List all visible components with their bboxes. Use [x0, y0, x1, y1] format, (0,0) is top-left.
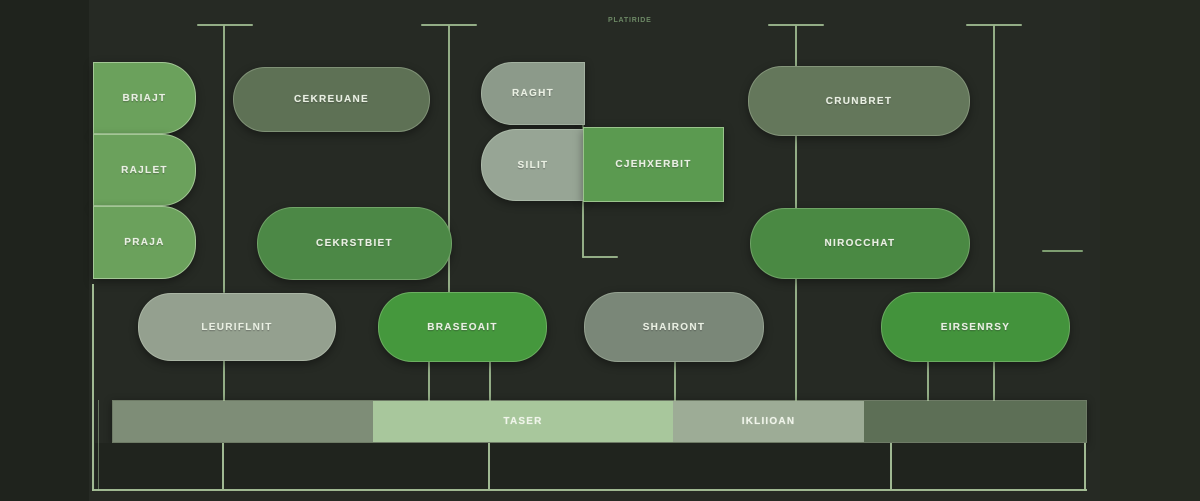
- stack-box-2[interactable]: RAJLET: [93, 134, 196, 206]
- connector-line: [795, 133, 797, 209]
- node-nirocchat[interactable]: NIROCCHAT: [750, 208, 970, 279]
- connector-line: [489, 359, 491, 401]
- connector-line: [428, 359, 430, 401]
- connector-line: [448, 25, 450, 293]
- node-cekreuane[interactable]: CEKREUANE: [233, 67, 430, 132]
- connector-elbow-vertical: [582, 200, 584, 258]
- stack-box-1[interactable]: BRIAJT: [93, 62, 196, 134]
- node-shairont[interactable]: SHAIRONT: [584, 292, 764, 362]
- bar-segment-4[interactable]: [864, 401, 1086, 442]
- bar-segment-2[interactable]: TASER: [373, 401, 673, 442]
- connector-line: [993, 25, 995, 293]
- cell-divider: [222, 443, 224, 489]
- bar-segment-1[interactable]: [113, 401, 373, 442]
- bar-segment-3[interactable]: IKLIIOAN: [673, 401, 864, 442]
- bottom-cell-row: [95, 443, 1085, 489]
- connector-line: [927, 359, 929, 401]
- right-dash-line: [1042, 250, 1083, 252]
- node-leuriflnit[interactable]: LEURIFLNIT: [138, 293, 336, 361]
- segmented-bar: TASER IKLIIOAN: [112, 400, 1087, 443]
- outline-bottom-border: [92, 489, 1087, 491]
- node-eirsenrsy[interactable]: EIRSENRSY: [881, 292, 1070, 362]
- connector-line: [674, 359, 676, 401]
- node-braseoait[interactable]: BRASEOAIT: [378, 292, 547, 362]
- cell-divider: [488, 443, 490, 489]
- connector-elbow-horizontal: [582, 256, 618, 258]
- outline-right-border: [1084, 443, 1086, 491]
- stack-box-3[interactable]: PRAJA: [93, 206, 196, 279]
- cell-divider: [890, 443, 892, 489]
- node-silit[interactable]: SILIT: [481, 129, 585, 201]
- connector-line: [795, 25, 797, 67]
- left-margin: [0, 0, 89, 501]
- connector-line: [993, 359, 995, 401]
- connector-cap: [197, 24, 253, 26]
- node-raght[interactable]: RAGHT: [481, 62, 585, 125]
- outline-left-border: [92, 284, 94, 491]
- node-crunbret[interactable]: CRUNBRET: [748, 66, 970, 136]
- right-margin: [1100, 0, 1200, 501]
- connector-line: [223, 359, 225, 401]
- node-cekrstbiet[interactable]: CEKRSTBIET: [257, 207, 452, 280]
- node-cjehxerbit[interactable]: CJEHXERBIT: [583, 127, 724, 202]
- outline-left-inner-border: [98, 400, 99, 491]
- top-caption: PLATIRIDE: [608, 17, 652, 24]
- connector-line: [795, 276, 797, 401]
- connector-line: [223, 25, 225, 293]
